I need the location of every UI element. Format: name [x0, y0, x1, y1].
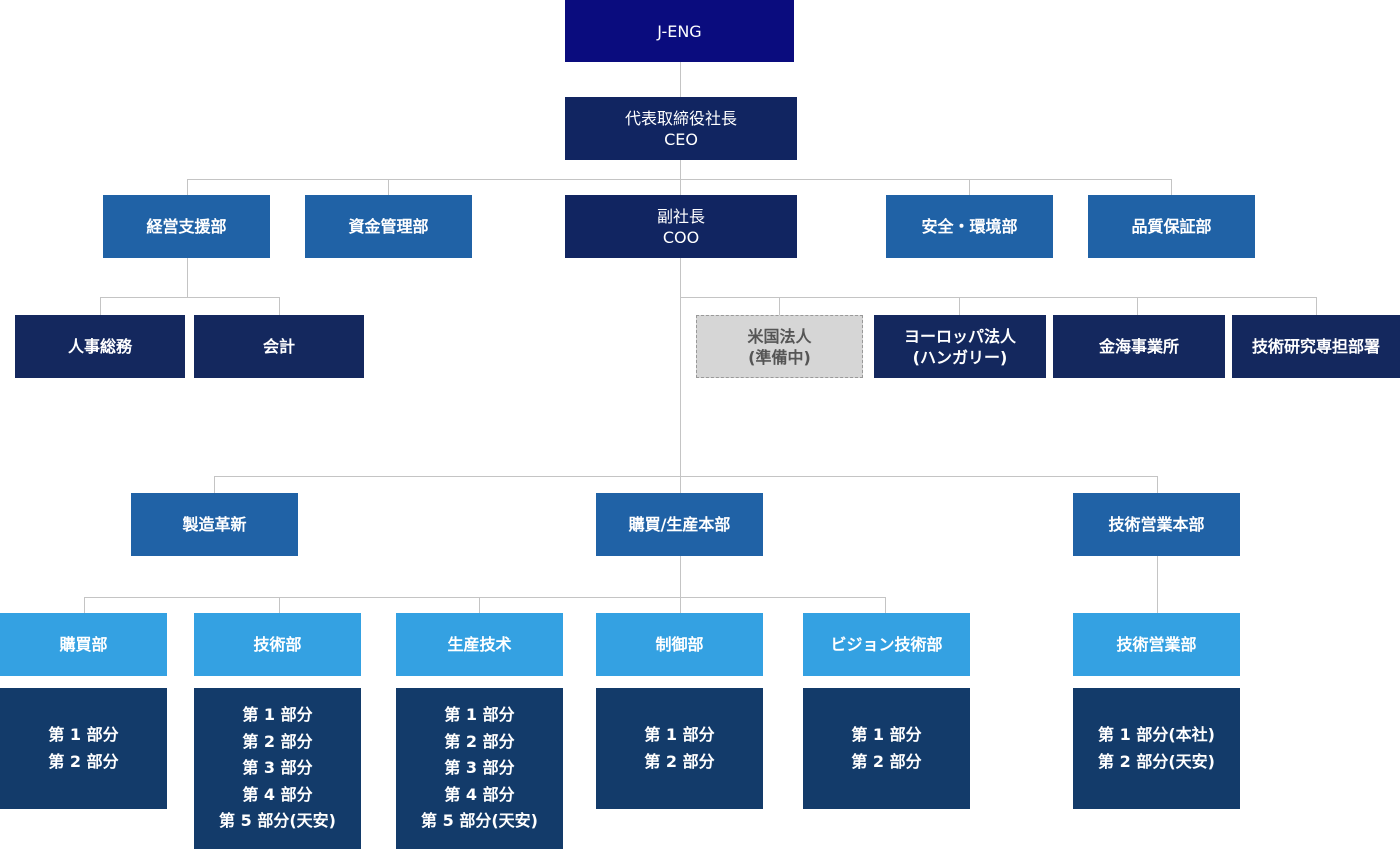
- dept-purchasing: 購買部: [0, 613, 167, 676]
- entity-label: ヨーロッパ法人: [903, 326, 1016, 346]
- entity-jinhai-office: 金海事業所: [1053, 315, 1225, 378]
- section-item: 第 2 部分: [242, 731, 313, 751]
- division-label: 購買/生産本部: [628, 515, 731, 534]
- entity-label: 技術研究専担部署: [1251, 337, 1380, 356]
- entity-sublabel: (ハンガリー): [912, 347, 1008, 367]
- sections-control: 第 1 部分 第 2 部分: [596, 688, 763, 809]
- dept-engineering: 技術部: [194, 613, 361, 676]
- division-purchasing-production: 購買/生産本部: [596, 493, 763, 556]
- division-label: 技術営業本部: [1108, 515, 1205, 534]
- section-item: 第 1 部分: [48, 725, 119, 744]
- entity-europe-hungary: ヨーロッパ法人 (ハンガリー): [874, 315, 1046, 378]
- section-item: 第 1 部分: [444, 705, 515, 725]
- division-technical-sales: 技術営業本部: [1073, 493, 1240, 556]
- entity-label: 金海事業所: [1098, 337, 1179, 356]
- section-item: 第 1 部分: [242, 705, 313, 725]
- section-item: 第 2 部分: [851, 751, 922, 771]
- dept-label: 安全・環境部: [921, 217, 1018, 236]
- section-item: 第 2 部分: [48, 751, 119, 771]
- dept-production-tech: 生産技术: [396, 613, 563, 676]
- entity-label: 米国法人: [747, 326, 812, 346]
- section-item: 第 4 部分: [242, 784, 313, 804]
- section-item: 第 3 部分: [444, 758, 515, 778]
- unit-hr-general-affairs: 人事総務: [15, 315, 185, 378]
- ceo-node: 代表取締役社長 CEO: [565, 97, 797, 160]
- section-item: 第 3 部分: [242, 758, 313, 778]
- sections-technical-sales: 第 1 部分(本社) 第 2 部分(天安): [1073, 688, 1240, 809]
- section-item: 第 2 部分(天安): [1098, 751, 1215, 771]
- dept-fund-management: 資金管理部: [305, 195, 472, 258]
- coo-en: COO: [662, 227, 700, 247]
- entity-sublabel: (準備中): [748, 347, 811, 367]
- dept-label: 購買部: [59, 635, 108, 654]
- sections-engineering: 第 1 部分 第 2 部分 第 3 部分 第 4 部分 第 5 部分(天安): [194, 688, 361, 849]
- sections-purchasing: 第 1 部分 第 2 部分: [0, 688, 167, 809]
- dept-quality-assurance: 品質保証部: [1088, 195, 1255, 258]
- dept-control: 制御部: [596, 613, 763, 676]
- section-item: 第 4 部分: [444, 784, 515, 804]
- section-item: 第 1 部分: [851, 725, 922, 744]
- coo-node: 副社長 COO: [565, 195, 797, 258]
- section-item: 第 5 部分(天安): [219, 811, 336, 831]
- division-manufacturing-innovation: 製造革新: [131, 493, 298, 556]
- dept-label: 制御部: [655, 635, 704, 654]
- dept-label: 技術部: [253, 635, 302, 654]
- unit-accounting: 会計: [194, 315, 364, 378]
- section-item: 第 2 部分: [644, 751, 715, 771]
- sections-production-tech: 第 1 部分 第 2 部分 第 3 部分 第 4 部分 第 5 部分(天安): [396, 688, 563, 849]
- dept-vision-tech: ビジョン技術部: [803, 613, 970, 676]
- dept-management-support: 経営支援部: [103, 195, 270, 258]
- ceo-en: CEO: [664, 129, 698, 149]
- sections-vision: 第 1 部分 第 2 部分: [803, 688, 970, 809]
- dept-label: ビジョン技術部: [830, 635, 943, 654]
- section-item: 第 1 部分(本社): [1098, 725, 1215, 744]
- unit-label: 人事総務: [67, 337, 132, 356]
- coo-title: 副社長: [656, 206, 705, 226]
- division-label: 製造革新: [182, 515, 247, 534]
- entity-us-pending: 米国法人 (準備中): [696, 315, 863, 378]
- unit-label: 会計: [262, 337, 295, 356]
- root-node: J-ENG: [565, 0, 794, 62]
- dept-label: 資金管理部: [348, 217, 429, 236]
- dept-technical-sales: 技術営業部: [1073, 613, 1240, 676]
- dept-label: 技術営業部: [1116, 635, 1197, 654]
- section-item: 第 2 部分: [444, 731, 515, 751]
- section-item: 第 1 部分: [644, 725, 715, 744]
- dept-label: 生産技术: [447, 635, 512, 654]
- dept-label: 品質保証部: [1131, 217, 1212, 236]
- section-item: 第 5 部分(天安): [421, 811, 538, 831]
- dept-safety-environment: 安全・環境部: [886, 195, 1053, 258]
- entity-research-dept: 技術研究専担部署: [1232, 315, 1400, 378]
- dept-label: 経営支援部: [146, 217, 227, 236]
- root-label: J-ENG: [657, 21, 702, 41]
- ceo-title: 代表取締役社長: [624, 108, 737, 128]
